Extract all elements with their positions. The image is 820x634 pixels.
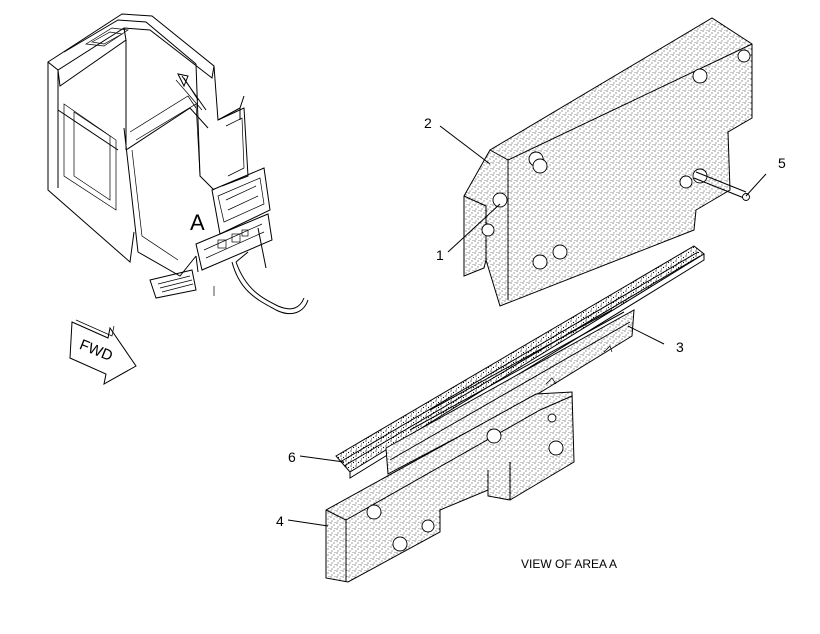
fwd-arrow: FWD [69, 319, 137, 385]
leader-lines [287, 125, 767, 527]
callout-3: 3 [676, 339, 684, 355]
callout-6: 6 [288, 449, 296, 465]
fwd-label: FWD [77, 336, 115, 365]
part-3-middle-plate [385, 309, 635, 475]
callout-2: 2 [424, 115, 432, 131]
part-4-lower-plate [325, 391, 575, 583]
callout-5: 5 [778, 155, 786, 171]
view-caption: VIEW OF AREA A [521, 557, 617, 571]
part-2-upper-plate [463, 17, 753, 307]
callout-4: 4 [276, 513, 284, 529]
callout-1: 1 [436, 247, 444, 263]
area-a-label: A [190, 210, 205, 235]
bolt-5 [693, 171, 750, 201]
cab-overview [47, 13, 309, 315]
